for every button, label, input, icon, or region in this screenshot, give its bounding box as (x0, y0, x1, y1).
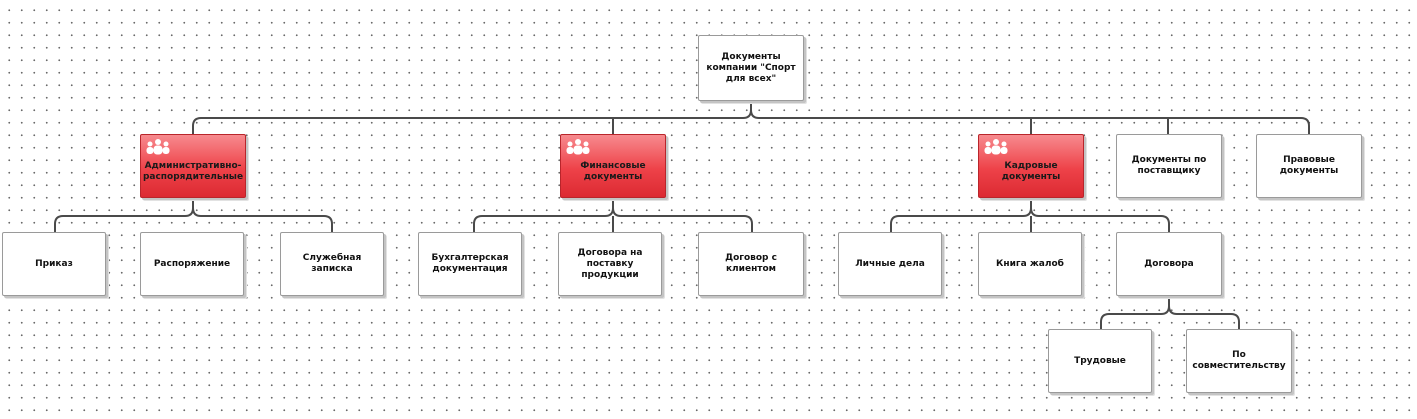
child-label: Личные дела (855, 258, 925, 269)
grandchild-label: Трудовые (1074, 355, 1126, 366)
child-order[interactable]: Приказ (2, 232, 106, 296)
child-client-contract[interactable]: Договор с клиентом (698, 232, 804, 296)
connector-hr (890, 198, 1170, 232)
group-label: Финансовые документы (580, 161, 646, 182)
connector-root (192, 101, 1310, 134)
child-label: Договора на поставку продукции (577, 247, 643, 280)
child-memo[interactable]: Служебная записка (280, 232, 384, 296)
connector-finance (473, 198, 753, 232)
child-label: Договор с клиентом (725, 253, 777, 274)
child-label: Бухгалтерская документация (431, 253, 509, 274)
connector-contracts (1100, 296, 1240, 329)
child-supply-contracts[interactable]: Договора на поставку продукции (558, 232, 662, 296)
group-label: Кадровые документы (1001, 161, 1061, 182)
child-personal-files[interactable]: Личные дела (838, 232, 942, 296)
group-label: Правовые документы (1279, 155, 1339, 176)
root-node[interactable]: Документы компании "Спорт для всех" (698, 35, 804, 101)
group-legal[interactable]: Правовые документы (1256, 134, 1362, 198)
child-complaints-book[interactable]: Книга жалоб (978, 232, 1082, 296)
grandchild-part-time[interactable]: По совместительству (1186, 329, 1292, 393)
people-icon (566, 139, 590, 155)
group-suppliers[interactable]: Документы по поставщику (1116, 134, 1222, 198)
connector-admin (54, 198, 333, 232)
group-label: Документы по поставщику (1131, 155, 1207, 176)
root-label: Документы компании "Спорт для всех" (706, 51, 796, 84)
people-icon (984, 139, 1008, 155)
people-icon (146, 139, 170, 155)
child-label: Служебная записка (302, 253, 362, 274)
group-admin[interactable]: Административно-распорядительные (140, 134, 246, 198)
child-label: Договора (1144, 258, 1194, 269)
child-label: Книга жалоб (996, 258, 1064, 269)
grandchild-label: По совместительству (1192, 350, 1286, 371)
grandchild-labor[interactable]: Трудовые (1048, 329, 1152, 393)
child-label: Распоряжение (153, 258, 231, 269)
group-finance[interactable]: Финансовые документы (560, 134, 666, 198)
child-label: Приказ (35, 258, 73, 269)
child-directive[interactable]: Распоряжение (140, 232, 244, 296)
child-contracts[interactable]: Договора (1116, 232, 1222, 296)
group-label: Административно-распорядительные (142, 161, 244, 182)
group-hr[interactable]: Кадровые документы (978, 134, 1084, 198)
child-accounting[interactable]: Бухгалтерская документация (418, 232, 522, 296)
